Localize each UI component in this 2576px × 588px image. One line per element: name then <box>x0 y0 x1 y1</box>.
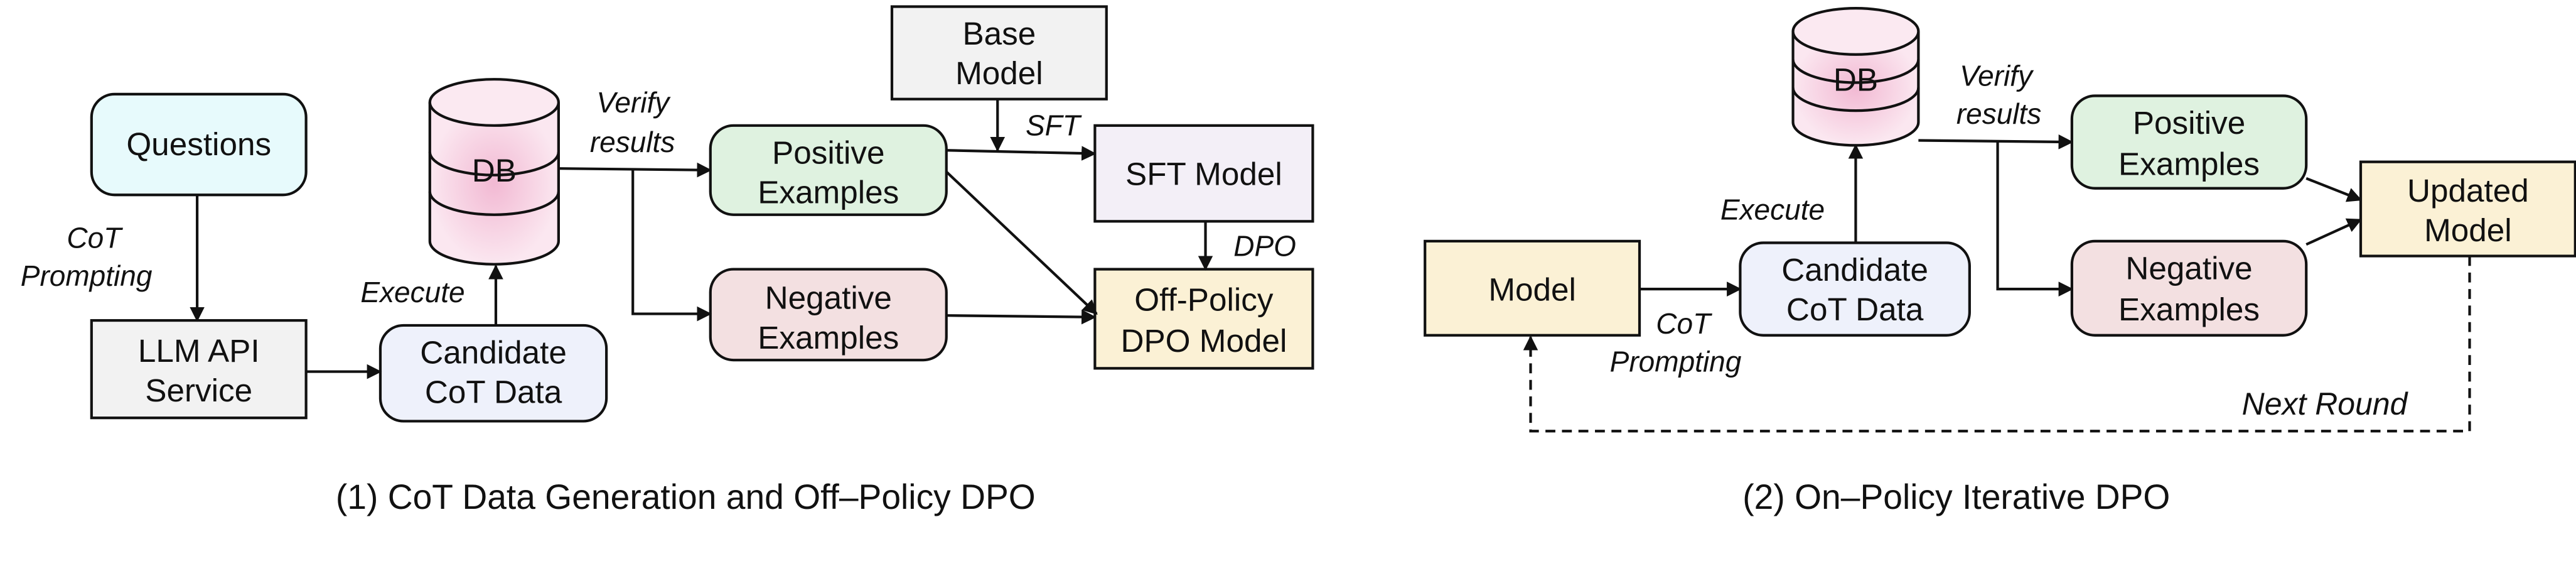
svg-text:Updated: Updated <box>2407 173 2529 209</box>
model-node: Model <box>1424 239 1641 337</box>
svg-text:Service: Service <box>145 373 252 408</box>
arrow-db-to-positive <box>1918 134 2074 150</box>
label-verify: Verify <box>596 86 671 119</box>
positive-examples-node: Positive Examples <box>2070 94 2308 190</box>
svg-text:Model: Model <box>1488 272 1576 308</box>
base-model-node: Base Model <box>890 5 1108 101</box>
llm-api-service-node: LLM API Service <box>90 318 308 420</box>
svg-text:Off-Policy: Off-Policy <box>1134 281 1274 317</box>
svg-text:Examples: Examples <box>2118 146 2260 182</box>
svg-text:Base: Base <box>962 16 1036 52</box>
svg-text:DB: DB <box>1833 62 1878 98</box>
label-results: results <box>1956 97 2041 130</box>
svg-text:Positive: Positive <box>2133 105 2245 141</box>
positive-examples-node: Positive Examples <box>709 124 948 216</box>
svg-text:Negative: Negative <box>765 280 892 316</box>
label-execute: Execute <box>1720 193 1825 226</box>
questions-node: Questions <box>90 92 308 197</box>
label-results: results <box>590 126 675 158</box>
panel-2: Model Candidate CoT Data DB Positive Exa… <box>1424 7 2576 516</box>
db-cylinder: DB <box>1791 7 1920 147</box>
off-policy-dpo-model-node: Off-Policy DPO Model <box>1093 268 1314 370</box>
arrow-negative-to-updated <box>2305 218 2363 246</box>
svg-text:Examples: Examples <box>758 174 899 210</box>
svg-text:LLM API: LLM API <box>138 333 260 369</box>
arrow-positive-to-sft <box>946 146 1097 161</box>
svg-text:CoT Data: CoT Data <box>425 374 562 410</box>
arrow-next-round-loop <box>1523 256 2471 433</box>
svg-text:Positive: Positive <box>772 134 884 170</box>
panel-1: Questions LLM API Service Candidate CoT … <box>21 5 1314 516</box>
svg-text:Candidate: Candidate <box>420 334 567 370</box>
label-sft: SFT <box>1026 109 1082 142</box>
svg-text:Questions: Questions <box>126 126 271 162</box>
label-prompting: Prompting <box>21 259 153 292</box>
sft-model-node: SFT Model <box>1093 124 1314 223</box>
candidate-cot-data-node: Candidate CoT Data <box>378 324 608 423</box>
arrow-db-to-negative <box>631 168 712 322</box>
arrow-positive-to-updated <box>2305 177 2363 202</box>
label-dpo: DPO <box>1233 230 1296 263</box>
svg-text:DPO Model: DPO Model <box>1120 323 1287 359</box>
svg-text:Negative: Negative <box>2125 250 2252 286</box>
db-cylinder: DB <box>428 78 560 266</box>
arrow-db-to-positive <box>558 162 712 178</box>
arrow-positive-to-offpolicy <box>945 170 1098 315</box>
label-cot: CoT <box>67 221 123 254</box>
caption-panel-1: (1) CoT Data Generation and Off–Policy D… <box>336 477 1036 516</box>
svg-text:SFT Model: SFT Model <box>1125 156 1282 192</box>
label-cot: CoT <box>1656 307 1712 340</box>
label-execute: Execute <box>360 276 464 308</box>
label-next-round: Next Round <box>2242 386 2409 422</box>
svg-text:Candidate: Candidate <box>1781 252 1928 288</box>
negative-examples-node: Negative Examples <box>709 268 948 362</box>
arrow-negative-to-offpolicy <box>946 309 1097 325</box>
label-verify: Verify <box>1960 60 2034 92</box>
caption-panel-2: (2) On–Policy Iterative DPO <box>1742 477 2170 516</box>
svg-text:Examples: Examples <box>2118 291 2260 327</box>
svg-text:Model: Model <box>2424 212 2512 248</box>
label-prompting: Prompting <box>1610 346 1742 378</box>
negative-examples-node: Negative Examples <box>2070 239 2308 337</box>
updated-model-node: Updated Model <box>2359 160 2576 258</box>
svg-text:Model: Model <box>955 55 1043 91</box>
svg-text:Examples: Examples <box>758 320 899 356</box>
arrow-db-to-negative <box>1996 140 2074 297</box>
svg-text:DB: DB <box>472 153 517 188</box>
candidate-cot-data-node: Candidate CoT Data <box>1739 241 1971 337</box>
svg-text:CoT Data: CoT Data <box>1786 291 1924 327</box>
